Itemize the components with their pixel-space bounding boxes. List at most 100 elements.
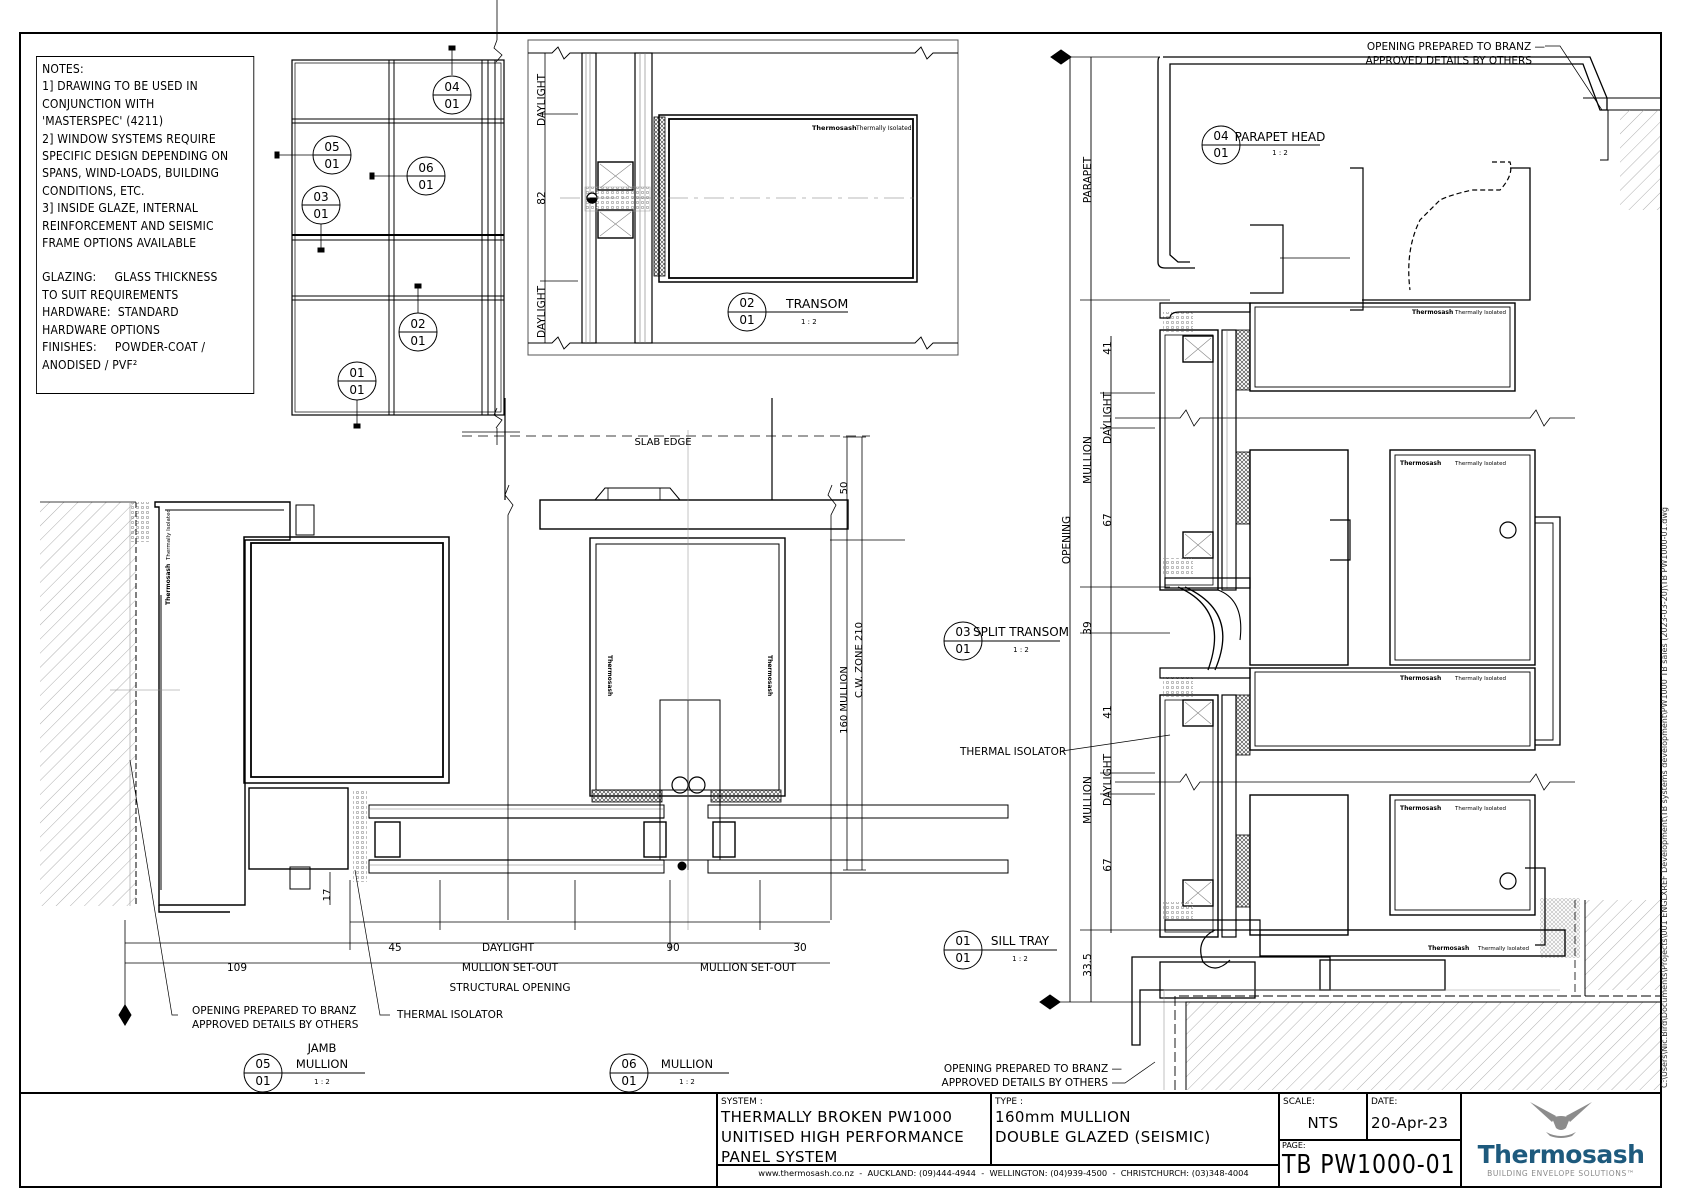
svg-text:OPENING PREPARED TO BRANZ —: OPENING PREPARED TO BRANZ —: [1367, 41, 1545, 53]
type-cell: TYPE : 160mm MULLION DOUBLE GLAZED (SEIS…: [995, 1097, 1275, 1147]
callout-04[interactable]: 04 01: [432, 45, 472, 115]
svg-text:01: 01: [418, 178, 433, 192]
notes-title: NOTES:: [42, 62, 84, 76]
notes-line: 'MASTERSPEC' (4211): [42, 114, 164, 129]
svg-text:1 : 2: 1 : 2: [679, 1078, 695, 1086]
logo-tagline: BUILDING ENVELOPE SOLUTIONS™: [1487, 1169, 1635, 1178]
svg-text:STRUCTURAL OPENING: STRUCTURAL OPENING: [450, 982, 571, 994]
plan-detail: [40, 398, 1009, 1026]
callout-01[interactable]: 01 01: [337, 361, 377, 429]
svg-text:Thermally Isolated: Thermally Isolated: [1454, 461, 1506, 467]
svg-text:APPROVED DETAILS BY OTHERS: APPROVED DETAILS BY OTHERS: [942, 1077, 1109, 1089]
contact-line: www.thermosash.co.nz - AUCKLAND: (09)444…: [758, 1168, 1249, 1178]
svg-text:03: 03: [955, 625, 970, 639]
notes-line: FRAME OPTIONS AVAILABLE: [42, 236, 197, 251]
svg-text:MULLION SET-OUT: MULLION SET-OUT: [700, 962, 797, 974]
callout-03[interactable]: 03 01: [301, 185, 341, 253]
detail-tag-parapet-head[interactable]: 04 01 PARAPET HEAD 1 : 2: [1201, 125, 1325, 165]
svg-text:APPROVED DETAILS BY OTHERS: APPROVED DETAILS BY OTHERS: [192, 1019, 359, 1031]
svg-text:41: 41: [1102, 341, 1114, 354]
system-line: PANEL SYSTEM: [721, 1148, 838, 1166]
svg-text:MULLION: MULLION: [1082, 436, 1094, 484]
section-profile-marks: Thermosash Thermally Isolated Thermosash…: [1400, 309, 1529, 952]
notes-line: SPANS, WIND-LOADS, BUILDING: [42, 166, 220, 181]
svg-text:OPENING PREPARED TO BRANZ —: OPENING PREPARED TO BRANZ —: [944, 1063, 1122, 1075]
detail-tag-transom[interactable]: 02 01 TRANSOM 1 : 2: [727, 292, 848, 332]
notes-line: TO SUIT REQUIREMENTS: [42, 287, 179, 302]
svg-text:1 : 2: 1 : 2: [1012, 955, 1028, 963]
page-cell: PAGE: TB PW1000-01: [1282, 1141, 1460, 1181]
svg-text:01: 01: [1213, 146, 1228, 160]
svg-text:04: 04: [1213, 129, 1228, 143]
svg-text:1 : 2: 1 : 2: [801, 318, 817, 326]
svg-text:01: 01: [739, 313, 754, 327]
detail-tag-sill-tray[interactable]: 01 01 SILL TRAY 1 : 2: [943, 930, 1057, 970]
svg-text:160 MULLION: 160 MULLION: [839, 666, 850, 734]
notes-line: HARDWARE: STANDARD: [42, 305, 179, 320]
svg-text:39: 39: [1082, 621, 1094, 634]
transom-dim-82: 82: [536, 191, 548, 204]
svg-text:45: 45: [388, 942, 401, 954]
svg-text:APPROVED DETAILS BY OTHERS: APPROVED DETAILS BY OTHERS: [1366, 55, 1533, 67]
svg-text:SILL TRAY: SILL TRAY: [991, 934, 1050, 948]
page-label: PAGE:: [1282, 1141, 1306, 1150]
svg-text:41: 41: [1102, 705, 1114, 718]
svg-text:05: 05: [255, 1057, 270, 1071]
logo-wordmark: Thermosash: [1477, 1140, 1645, 1169]
transom-title: TRANSOM: [785, 296, 848, 311]
file-path: C:\Users\Nic.Bird\Documents\Projects\001…: [1660, 507, 1669, 1088]
system-line: THERMALLY BROKEN PW1000: [721, 1108, 953, 1126]
svg-text:02: 02: [410, 317, 425, 331]
notes-line: 3] INSIDE GLAZE, INTERNAL: [42, 201, 199, 216]
svg-text:01: 01: [255, 1074, 270, 1088]
svg-text:30: 30: [793, 942, 806, 954]
svg-text:01: 01: [955, 951, 970, 965]
notes-line: SPECIFIC DESIGN DEPENDING ON: [42, 149, 229, 164]
detail-tag-jamb-mullion[interactable]: 05 01 JAMB MULLION 1 : 2: [243, 1041, 365, 1093]
svg-text:50: 50: [839, 482, 850, 495]
callout-05[interactable]: 05 01: [274, 135, 352, 175]
svg-text:Thermally Isolated: Thermally Isolated: [1454, 676, 1506, 682]
svg-text:MULLION: MULLION: [296, 1057, 348, 1071]
svg-text:Thermally Isolated: Thermally Isolated: [166, 509, 172, 561]
svg-text:1 : 2: 1 : 2: [1013, 646, 1029, 654]
svg-text:67: 67: [1102, 858, 1114, 871]
svg-text:04: 04: [444, 80, 459, 94]
svg-text:01: 01: [955, 934, 970, 948]
svg-text:05: 05: [324, 140, 339, 154]
svg-text:Thermosash: Thermosash: [606, 655, 613, 696]
notes-line: 1] DRAWING TO BE USED IN: [42, 79, 198, 94]
section-dimensions: PARAPET OPENING MULLION MULLION DAYLIGHT…: [942, 41, 1545, 1089]
svg-text:Thermosash: Thermosash: [1400, 675, 1441, 682]
callout-06[interactable]: 06 01: [369, 156, 446, 196]
svg-text:MULLION: MULLION: [661, 1057, 713, 1071]
detail-tag-split-transom[interactable]: 03 01 SPLIT TRANSOM 1 : 2: [943, 621, 1069, 661]
svg-text:JAMB: JAMB: [307, 1041, 337, 1055]
notes-box: NOTES: 1] DRAWING TO BE USED IN CONJUNCT…: [36, 56, 255, 394]
svg-text:67: 67: [1102, 513, 1114, 526]
svg-text:01: 01: [621, 1074, 636, 1088]
svg-text:PARAPET: PARAPET: [1082, 156, 1094, 203]
svg-text:Thermally Isolated: Thermally Isolated: [1454, 310, 1506, 316]
svg-text:SPLIT TRANSOM: SPLIT TRANSOM: [973, 625, 1069, 639]
detail-tag-mullion[interactable]: 06 01 MULLION 1 : 2: [609, 1053, 729, 1093]
notes-line: ANODISED / PVF²: [42, 357, 138, 372]
svg-text:MULLION SET-OUT: MULLION SET-OUT: [462, 962, 559, 974]
svg-text:01: 01: [349, 366, 364, 380]
svg-text:Thermosash: Thermosash: [1400, 460, 1441, 467]
notes-line: CONDITIONS, ETC.: [42, 183, 145, 198]
svg-text:MULLION: MULLION: [1082, 776, 1094, 824]
notes-line: REINFORCEMENT AND SEISMIC: [42, 218, 214, 233]
elevation-key: [291, 0, 520, 445]
transom-detail: [527, 39, 959, 356]
svg-text:1 : 2: 1 : 2: [314, 1078, 330, 1086]
svg-text:06: 06: [621, 1057, 636, 1071]
transom-daylight-top: DAYLIGHT: [536, 73, 548, 126]
svg-text:1 : 2: 1 : 2: [1272, 149, 1288, 157]
scale-value: NTS: [1307, 1114, 1339, 1132]
svg-text:DAYLIGHT: DAYLIGHT: [482, 942, 535, 954]
callout-02[interactable]: 02 01: [398, 283, 438, 352]
svg-text:01: 01: [410, 334, 425, 348]
type-label: TYPE :: [995, 1097, 1024, 1107]
svg-text:90: 90: [666, 942, 679, 954]
